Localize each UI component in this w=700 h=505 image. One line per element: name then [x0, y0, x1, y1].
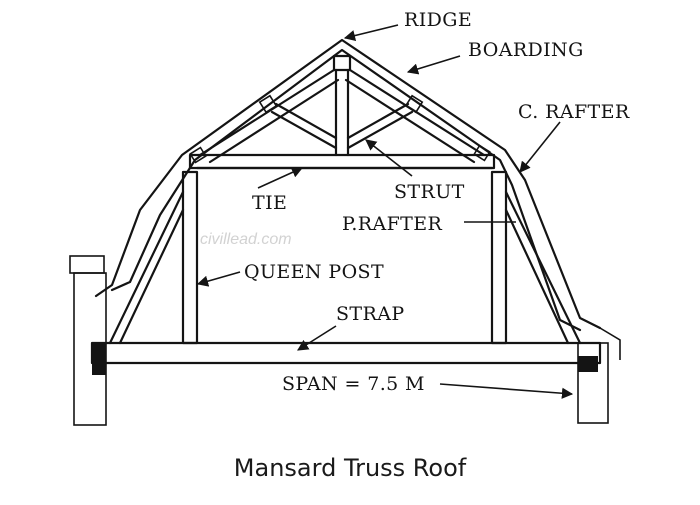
purlin-left [258, 94, 278, 114]
label-queen-post: QUEEN POST [244, 261, 384, 283]
ridge-block [332, 54, 352, 72]
labels: RIDGE BOARDING C. RAFTER TIE STRUT P.RAF… [244, 9, 630, 395]
principal-rafters [189, 54, 491, 164]
roof-outline [94, 38, 602, 332]
label-tie: TIE [252, 192, 287, 214]
label-strut: STRUT [394, 181, 465, 203]
span-pointer [439, 383, 574, 399]
queen-post-right [490, 170, 508, 345]
queen-post-pointer [196, 271, 241, 287]
queen-posts [181, 166, 508, 345]
strap-pointer [297, 325, 337, 351]
left-wall [69, 255, 107, 426]
boarding-pointer [406, 55, 461, 75]
right-gutter [599, 327, 621, 360]
tie-pointer [257, 167, 304, 189]
watermark: civillead.com [200, 231, 292, 248]
purlin-right [404, 94, 424, 114]
label-c-rafter: C. RAFTER [518, 101, 630, 123]
left-wall-plate [92, 343, 106, 375]
collar-tie [188, 153, 496, 170]
tie-beam [90, 341, 602, 365]
label-ridge: RIDGE [404, 9, 472, 31]
ridge-pointer [343, 24, 399, 42]
label-span: SPAN = 7.5 M [282, 373, 425, 395]
pointer-lines [196, 24, 574, 399]
c-rafter-pointer [519, 121, 561, 173]
left-wall-coping [69, 255, 105, 274]
label-strap: STRAP [336, 303, 405, 325]
king-post-and-struts [270, 68, 414, 157]
figure-caption: Mansard Truss Roof [234, 454, 467, 482]
queen-post-left [181, 170, 199, 345]
label-p-rafter: P.RAFTER [342, 213, 443, 235]
label-boarding: BOARDING [468, 39, 584, 61]
strut-pointer [365, 139, 413, 177]
lower-struts [108, 190, 582, 345]
